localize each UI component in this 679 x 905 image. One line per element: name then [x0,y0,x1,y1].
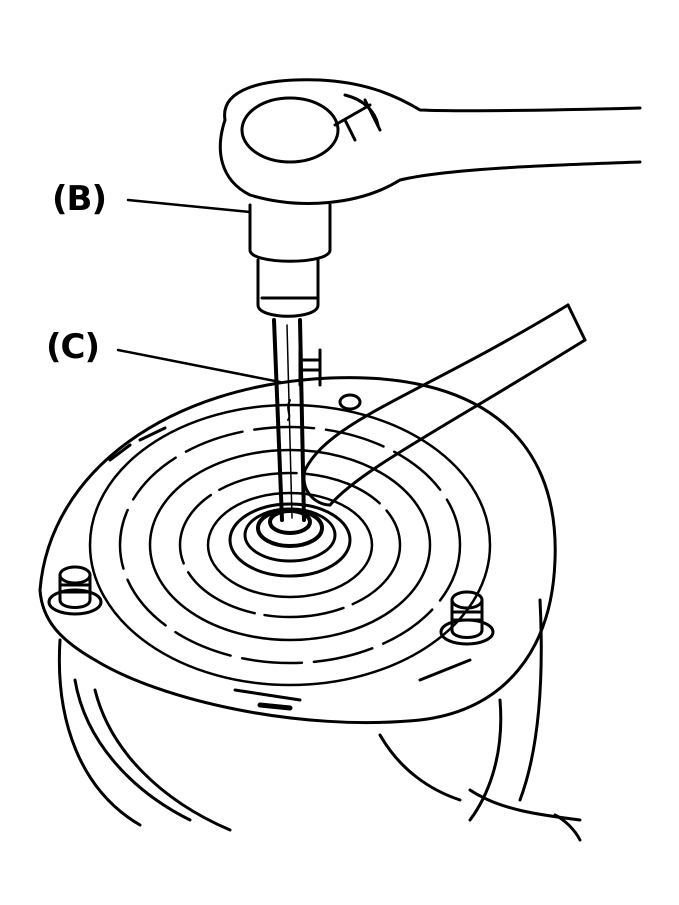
stud-left [47,565,103,616]
callout-label-c: (C) [46,327,100,367]
hex-key-icon [272,318,306,522]
socket-icon [248,203,332,318]
stud-right [439,590,495,646]
callout-label-b: (B) [52,179,107,219]
ratchet-wrench-icon [218,78,642,205]
leader-line-c [116,348,282,384]
leader-line-b [126,198,252,214]
open-end-wrench-icon [302,303,587,507]
strut-mount-icon [38,348,582,842]
